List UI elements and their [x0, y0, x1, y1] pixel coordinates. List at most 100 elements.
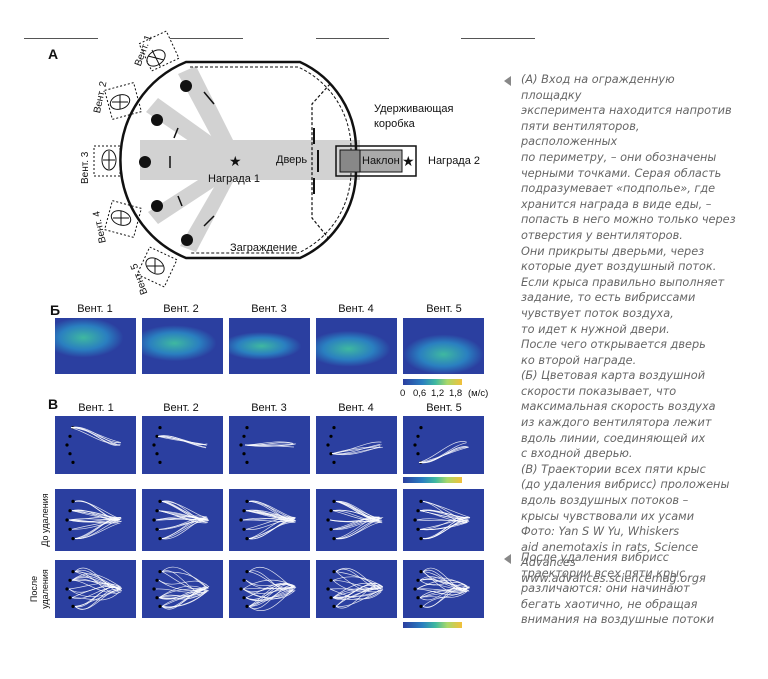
- fan-dot: [71, 537, 74, 540]
- fan-dot: [329, 528, 332, 531]
- traj-after-1: [55, 560, 136, 618]
- b-col-head-4: Вент. 4: [315, 303, 397, 315]
- fan-dot: [242, 596, 245, 599]
- b-col-head-3: Вент. 3: [228, 303, 310, 315]
- fan-dot: [65, 443, 68, 446]
- trajectory-path: [75, 572, 122, 588]
- fan-dot: [245, 426, 248, 429]
- traj-single-5: [403, 416, 484, 474]
- fence-label: Заграждение: [230, 242, 297, 255]
- v-col-head-5: Вент. 5: [403, 402, 485, 414]
- b-col-head-5: Вент. 5: [403, 303, 485, 315]
- caption-line: различаются: они начинают: [521, 581, 736, 597]
- trajectory-lines: [403, 416, 484, 474]
- trajectory-lines: [316, 560, 397, 618]
- trajectory-lines: [142, 489, 223, 551]
- caption-line: Фото: Yan S W Yu, Whiskers: [521, 524, 736, 540]
- caption-arrow-2: [504, 554, 511, 564]
- caption-line: из каждого вентилятора лежит: [521, 415, 736, 431]
- caption-line: (до удаления вибрисс) проложены: [521, 477, 736, 493]
- colorbar-tick-2: 1,2: [431, 388, 444, 399]
- svg-text:★: ★: [402, 154, 415, 170]
- traj-before-2: [142, 489, 223, 551]
- caption-line: бегать хаотично, не обращая: [521, 597, 736, 613]
- fan-dot: [68, 579, 71, 582]
- v-col-head-1: Вент. 1: [55, 402, 137, 414]
- caption-line: вдоль линии, соединяющей их: [521, 431, 736, 447]
- fan-dot: [65, 518, 68, 521]
- traj-after-3: [229, 560, 310, 618]
- trajectory-lines: [142, 416, 223, 474]
- heatmap-fan-3: [229, 318, 310, 374]
- fan-dot: [419, 537, 422, 540]
- fan-dot: [158, 461, 161, 464]
- heatmap-fan-2: [142, 318, 223, 374]
- traj-after-4: [316, 560, 397, 618]
- fan-dot: [329, 509, 332, 512]
- fan-dot: [68, 435, 71, 438]
- trajectory-lines: [55, 416, 136, 474]
- fan-dot: [242, 452, 245, 455]
- caption-line: максимальная скорость воздуха: [521, 399, 736, 415]
- heatmap-fan-5: [403, 318, 484, 374]
- fan-dot: [245, 537, 248, 540]
- caption-line: по периметру, – они обозначены: [521, 150, 736, 166]
- fan-dot: [245, 500, 248, 503]
- fan-dot: [416, 435, 419, 438]
- trajectory-lines: [403, 560, 484, 618]
- caption-line: (В) Траектории всех пяти крыс: [521, 462, 736, 478]
- trajectory-path: [162, 567, 208, 588]
- caption-line: хранится награда в виде еды, –: [521, 197, 736, 213]
- caption-main: (А) Вход на огражденную площадкуэксперим…: [521, 72, 736, 587]
- fan-icon-4: [105, 201, 142, 238]
- svg-text:★: ★: [229, 154, 242, 170]
- fan-dot: [155, 452, 158, 455]
- fan-dot: [329, 579, 332, 582]
- traj-single-2: [142, 416, 223, 474]
- fan-dot: [68, 509, 71, 512]
- fan-dot: [71, 461, 74, 464]
- traj-before-5: [403, 489, 484, 551]
- fan-dot: [152, 443, 155, 446]
- row-label-after-2: удаления: [40, 564, 50, 614]
- fan-dot: [65, 587, 68, 590]
- caption-line: подразумевает «подполье», где: [521, 181, 736, 197]
- reward-1-label: Награда 1: [208, 173, 260, 186]
- fan-dot: [71, 500, 74, 503]
- trajectory-lines: [55, 560, 136, 618]
- caption-line: эксперимента находится напротив: [521, 103, 736, 119]
- trajectory-path: [423, 570, 468, 590]
- colorbar-tick-1: 0,6: [413, 388, 426, 399]
- caption-line: (А) Вход на огражденную площадку: [521, 72, 736, 103]
- v-col-head-2: Вент. 2: [140, 402, 222, 414]
- fan-dot: [152, 518, 155, 521]
- trajectory-path: [419, 442, 467, 463]
- fan-dot: [329, 435, 332, 438]
- fan-dot: [332, 426, 335, 429]
- colorbar-tick-0: 0: [400, 388, 405, 399]
- caption-line: скорости показывает, что: [521, 384, 736, 400]
- caption-line: пяти вентиляторов, расположенных: [521, 119, 736, 150]
- fan-dot: [416, 579, 419, 582]
- trajectory-lines: [403, 489, 484, 551]
- reward-2-label: Награда 2: [428, 155, 480, 168]
- fan-dot: [332, 461, 335, 464]
- fan-dot: [155, 528, 158, 531]
- fan-dot: [158, 570, 161, 573]
- fan-dot: [245, 570, 248, 573]
- fan-dot: [413, 443, 416, 446]
- fan-dot: [152, 587, 155, 590]
- traj-single-4: [316, 416, 397, 474]
- caption-line: внимания на воздушные потоки: [521, 612, 736, 628]
- fan-dot: [332, 500, 335, 503]
- caption-line: задание, то есть вибриссами: [521, 290, 736, 306]
- trajectory-lines: [142, 560, 223, 618]
- fan-dot: [419, 570, 422, 573]
- fan-dot: [242, 509, 245, 512]
- colorbar-unit: (м/с): [468, 388, 488, 399]
- heatmap-fan-4: [316, 318, 397, 374]
- colorbar-tick-3: 1,8: [449, 388, 462, 399]
- caption-line: с входной дверью.: [521, 446, 736, 462]
- fan-dot: [239, 587, 242, 590]
- colorbar-traj-top: [403, 477, 462, 483]
